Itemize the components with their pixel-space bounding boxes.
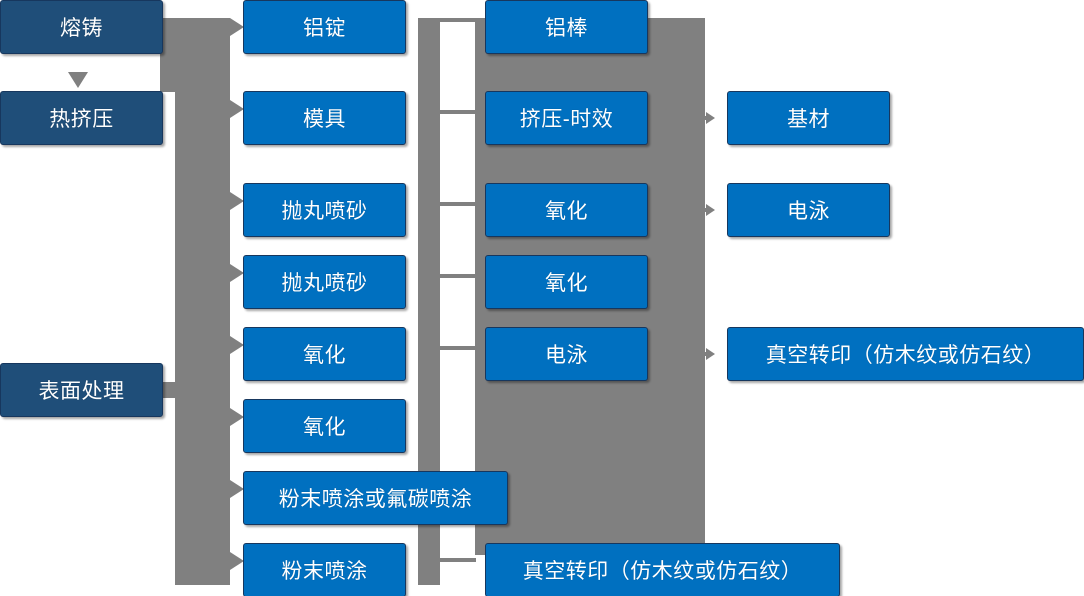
step-label-powder-spray: 粉末喷涂 (281, 560, 368, 583)
step-label-oxidation-1: 氧化 (303, 344, 346, 367)
process-label-vacuum-transfer: 真空转印（仿木纹或仿石纹） (522, 560, 803, 583)
stage-label-hot-extrusion: 热挤压 (49, 108, 114, 131)
step-box-aluminum-ingot[interactable]: 铝锭 (243, 0, 406, 54)
process-box-oxidation-2[interactable]: 氧化 (485, 255, 648, 309)
stage-box-melting-casting[interactable]: 熔铸 (0, 0, 163, 54)
stage-box-hot-extrusion[interactable]: 热挤压 (0, 91, 163, 145)
step-label-shot-blasting-2: 抛丸喷砂 (281, 272, 368, 295)
arrow-to-base-material (695, 112, 715, 124)
output-box-electrophoresis[interactable]: 电泳 (727, 183, 890, 237)
output-box-vacuum-transfer[interactable]: 真空转印（仿木纹或仿石纹） (727, 327, 1084, 381)
process-label-oxidation-1: 氧化 (545, 200, 588, 223)
step-label-mold: 模具 (303, 108, 346, 131)
step-box-oxidation-2[interactable]: 氧化 (243, 399, 406, 453)
process-box-vacuum-transfer[interactable]: 真空转印（仿木纹或仿石纹） (485, 543, 840, 596)
connector-stages-to-steps (68, 18, 244, 585)
arrow-to-electrophoresis (695, 204, 715, 216)
process-box-extrusion-aging[interactable]: 挤压-时效 (485, 91, 648, 145)
process-label-oxidation-2: 氧化 (545, 272, 588, 295)
process-box-aluminum-bar[interactable]: 铝棒 (485, 0, 648, 54)
stage-label-melting-casting: 熔铸 (60, 17, 103, 40)
stage-box-surface-treatment[interactable]: 表面处理 (0, 363, 163, 417)
step-box-powder-spray[interactable]: 粉末喷涂 (243, 543, 406, 596)
output-label-vacuum-transfer: 真空转印（仿木纹或仿石纹） (765, 344, 1046, 367)
step-label-aluminum-ingot: 铝锭 (303, 17, 346, 40)
step-box-oxidation-1[interactable]: 氧化 (243, 327, 406, 381)
output-label-base-material: 基材 (787, 108, 830, 131)
process-box-oxidation-1[interactable]: 氧化 (485, 183, 648, 237)
step-box-shot-blasting-1[interactable]: 抛丸喷砂 (243, 183, 406, 237)
step-label-powder-or-fluorocarbon-spray: 粉末喷涂或氟碳喷涂 (278, 488, 473, 511)
step-box-mold[interactable]: 模具 (243, 91, 406, 145)
step-box-shot-blasting-2[interactable]: 抛丸喷砂 (243, 255, 406, 309)
arrow-to-vacuum-transfer (695, 348, 715, 360)
step-label-oxidation-2: 氧化 (303, 416, 346, 439)
process-label-extrusion-aging: 挤压-时效 (519, 108, 614, 131)
process-label-aluminum-bar: 铝棒 (545, 17, 588, 40)
step-box-powder-or-fluorocarbon-spray[interactable]: 粉末喷涂或氟碳喷涂 (243, 471, 508, 525)
step-label-shot-blasting-1: 抛丸喷砂 (281, 200, 368, 223)
output-label-electrophoresis: 电泳 (787, 200, 830, 223)
process-box-electrophoresis[interactable]: 电泳 (485, 327, 648, 381)
output-box-base-material[interactable]: 基材 (727, 91, 890, 145)
stage-label-surface-treatment: 表面处理 (38, 380, 125, 403)
process-label-electrophoresis: 电泳 (545, 344, 588, 367)
